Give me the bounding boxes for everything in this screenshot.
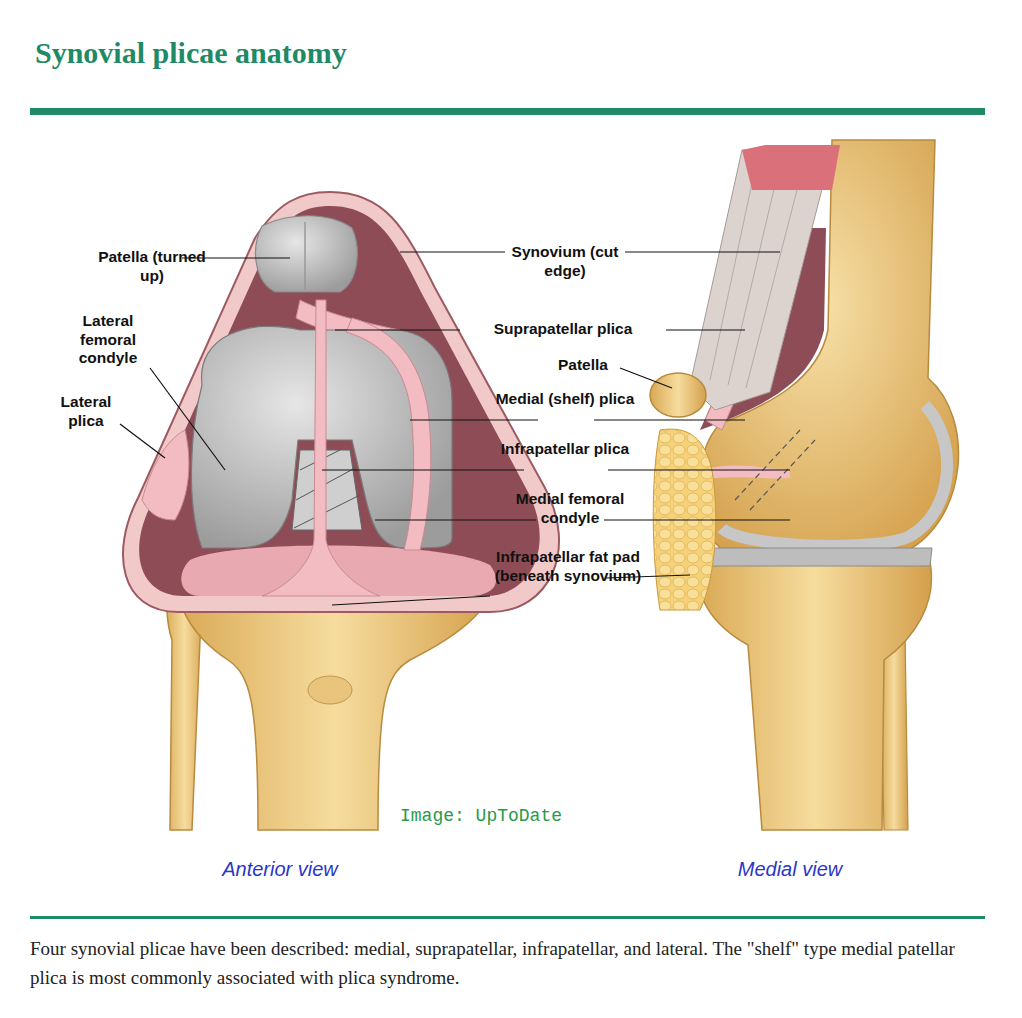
- part-label: Lateral plica: [46, 393, 126, 430]
- footer-rule: [30, 916, 985, 919]
- part-label: Lateral femoral condyle: [62, 312, 154, 368]
- part-label: Medial (shelf) plica: [490, 390, 640, 409]
- part-label: Infrapatellar plica: [500, 440, 630, 459]
- header-rule: [30, 108, 985, 115]
- part-label: Infrapatellar fat pad (beneath synovium): [489, 548, 647, 585]
- part-label: Synovium (cut edge): [509, 243, 621, 280]
- view-label: Medial view: [700, 858, 880, 881]
- anterior-view: [123, 192, 559, 830]
- part-label: Medial femoral condyle: [495, 490, 645, 527]
- view-label: Anterior view: [190, 858, 370, 881]
- figure-caption: Four synovial plicae have been described…: [30, 935, 995, 992]
- image-credit: Image: UpToDate: [400, 806, 562, 826]
- leader-lines: [120, 252, 790, 605]
- part-label: Suprapatellar plica: [463, 320, 663, 339]
- part-label: Patella: [548, 356, 618, 375]
- part-label: Patella (turned up): [96, 248, 208, 285]
- medial-view: [650, 140, 959, 830]
- diagram-title: Synovial plicae anatomy: [35, 36, 347, 70]
